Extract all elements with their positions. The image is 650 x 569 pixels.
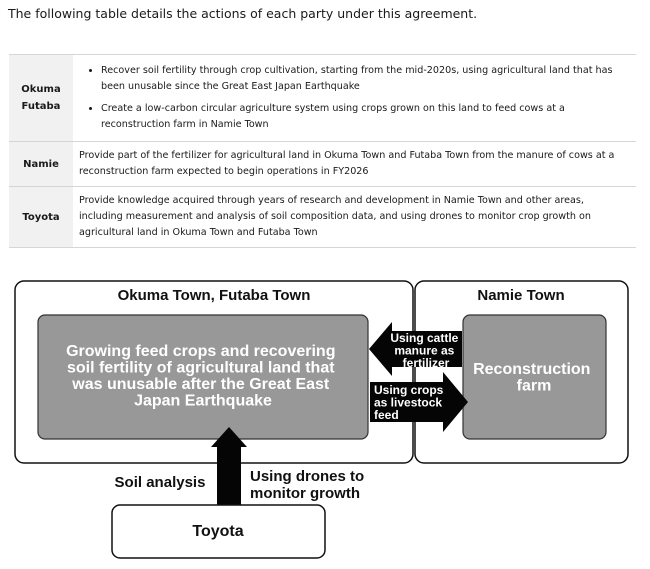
feed-crops-box-text: Growing feed crops and recovering soil f…	[66, 343, 340, 410]
table-row: Okuma Futaba Recover soil fertility thro…	[9, 54, 636, 142]
manure-arrow-text: Using cattle manure as fertilizer	[390, 331, 461, 370]
feed-arrow-text: Using crops as livestock feed	[374, 383, 447, 422]
manure-line: manure as	[394, 344, 454, 358]
toyota-box	[111, 504, 326, 559]
list-item: Create a low-carbon circular agriculture…	[101, 101, 630, 133]
feed-line: Using crops	[374, 383, 444, 397]
manure-arrow-icon	[369, 322, 462, 376]
feed-crops-line: Growing feed crops and recovering	[66, 343, 335, 360]
list-item: Recover soil fertility through crop cult…	[101, 63, 630, 95]
description-cell: Provide part of the fertilizer for agric…	[73, 141, 636, 187]
feed-line: feed	[374, 408, 399, 422]
actions-table: Okuma Futaba Recover soil fertility thro…	[9, 54, 636, 248]
table-row: Toyota Provide knowledge acquired throug…	[9, 186, 636, 248]
party-cell-okuma-futaba: Okuma Futaba	[9, 54, 73, 142]
drones-label: Using drones to monitor growth	[250, 468, 368, 502]
reconstruction-farm-text: Reconstruction farm	[473, 361, 595, 395]
feed-crops-line: was unusable after the Great East	[71, 376, 330, 393]
feed-crops-line: Japan Earthquake	[134, 393, 272, 410]
toyota-label: Toyota	[192, 523, 243, 540]
drones-line: monitor growth	[250, 485, 360, 502]
description-cell: Provide knowledge acquired through years…	[73, 186, 636, 248]
circular-agriculture-diagram: Okuma Town, Futaba Town Namie Town Growi…	[14, 280, 629, 559]
soil-analysis-label: Soil analysis	[115, 474, 206, 491]
namie-region-title: Namie Town	[477, 287, 564, 304]
farm-line: farm	[517, 378, 552, 395]
feed-crops-box	[37, 314, 369, 440]
description-cell: Recover soil fertility through crop cult…	[73, 54, 636, 142]
party-label: Okuma	[21, 84, 61, 95]
drones-line: Using drones to	[250, 468, 364, 485]
feed-arrow-icon	[370, 372, 468, 432]
okuma-futaba-region-title: Okuma Town, Futaba Town	[118, 287, 311, 304]
table-row: Namie Provide part of the fertilizer for…	[9, 141, 636, 187]
party-label: Futaba	[21, 101, 61, 112]
bullet-list: Recover soil fertility through crop cult…	[79, 63, 630, 133]
reconstruction-farm-box	[462, 314, 607, 440]
party-cell-namie: Namie	[9, 141, 73, 187]
intro-text: The following table details the actions …	[8, 6, 478, 21]
up-arrow-icon	[211, 427, 247, 505]
feed-crops-line: soil fertility of agricultural land that	[67, 360, 335, 377]
manure-line: fertilizer	[403, 356, 450, 370]
farm-line: Reconstruction	[473, 361, 590, 378]
party-cell-toyota: Toyota	[9, 186, 73, 248]
manure-line: Using cattle	[390, 331, 458, 345]
feed-line: as livestock	[374, 396, 442, 410]
